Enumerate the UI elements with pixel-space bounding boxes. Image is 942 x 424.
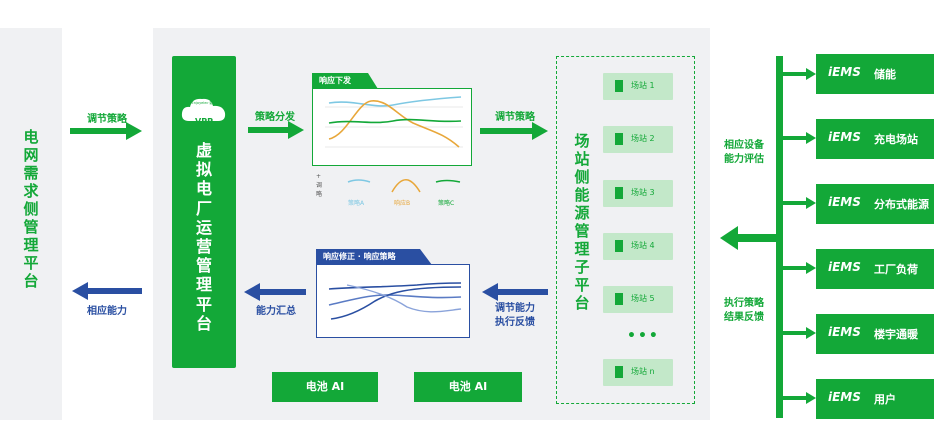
building-icon bbox=[615, 240, 623, 252]
series-line-orange bbox=[328, 100, 460, 148]
iems-logo: iEMS bbox=[828, 130, 861, 144]
legend-item-a: 策略A bbox=[348, 200, 365, 207]
iems-item-user[interactable]: iEMS 用户 bbox=[816, 379, 934, 419]
series-line-blue bbox=[328, 96, 462, 107]
building-icon bbox=[615, 187, 623, 199]
execution-feedback-label: 执行策略 结果反馈 bbox=[724, 298, 764, 323]
adjust-strategy-label-1: 调节策略 bbox=[87, 114, 127, 125]
right-arrow-green-2 bbox=[248, 121, 304, 139]
iems-item-building[interactable]: iEMS 楼宇通暖 bbox=[816, 314, 934, 354]
legend-item-b: 响应B bbox=[394, 200, 411, 207]
chart-bottom-plot bbox=[328, 282, 462, 320]
chart-tab-label-blue: 响应修正 · 响应策略 bbox=[323, 252, 396, 261]
vpp-platform-title: 虚拟电厂运营管理平台 bbox=[195, 141, 212, 333]
response-capability-label: 相应能力 bbox=[87, 306, 127, 317]
iems-item-charging[interactable]: iEMS 充电场站 bbox=[816, 119, 934, 159]
building-icon bbox=[615, 80, 623, 92]
more-dots: ••• bbox=[627, 328, 660, 344]
chart-top-plot bbox=[325, 96, 463, 148]
chart-tab-label: 响应下发 bbox=[319, 76, 351, 85]
left-arrow-blue-1 bbox=[72, 282, 142, 300]
station-platform-frame bbox=[556, 56, 695, 404]
station-item[interactable]: 场站 5 bbox=[603, 286, 673, 313]
building-icon bbox=[615, 366, 623, 378]
station-item[interactable]: 场站 3 bbox=[603, 180, 673, 207]
iems-item-factory[interactable]: iEMS 工厂负荷 bbox=[816, 249, 934, 289]
building-icon bbox=[615, 293, 623, 305]
building-icon bbox=[615, 133, 623, 145]
iems-item-distributed[interactable]: iEMS 分布式能源 bbox=[816, 184, 934, 224]
iems-logo: iEMS bbox=[828, 65, 861, 79]
adjust-strategy-label-2: 调节策略 bbox=[495, 112, 535, 123]
legend-item-c: 策略C bbox=[438, 200, 455, 207]
iems-item-storage[interactable]: iEMS 储能 bbox=[816, 54, 934, 94]
right-arrow-green-3 bbox=[480, 122, 548, 140]
cloud-icon bbox=[181, 98, 226, 121]
station-platform-title: 场站侧能源管理子平台 bbox=[574, 132, 590, 312]
chart-top-legend: + 调 略 策略A 响应B 策略C bbox=[312, 170, 470, 218]
left-arrow-green-big bbox=[720, 226, 782, 250]
left-panel bbox=[0, 28, 62, 420]
vpp-label: VPP bbox=[195, 117, 213, 126]
chart-tab-shape bbox=[312, 73, 378, 89]
legend-swatches bbox=[347, 179, 461, 193]
grid-platform-title: 电网需求侧管理平台 bbox=[23, 128, 39, 290]
chart-tab-shape-blue bbox=[316, 249, 432, 265]
station-item[interactable]: 场站 4 bbox=[603, 233, 673, 260]
left-arrow-blue-3 bbox=[482, 283, 548, 301]
capability-summary-label: 能力汇总 bbox=[256, 306, 296, 317]
right-arrow-green-1 bbox=[70, 122, 142, 140]
cloud-brand-text: Enjoyelec·能源 bbox=[191, 101, 217, 105]
iems-logo: iEMS bbox=[828, 325, 861, 339]
adjust-capability-label: 调节能力 执行反馈 bbox=[495, 303, 535, 328]
iems-logo: iEMS bbox=[828, 195, 861, 209]
battery-ai-button-1[interactable]: 电池 AI bbox=[272, 372, 378, 402]
iems-logo: iEMS bbox=[828, 260, 861, 274]
left-arrow-blue-2 bbox=[244, 283, 306, 301]
response-dispatch-chart: 响应下发 bbox=[312, 73, 472, 166]
iems-logo: iEMS bbox=[828, 390, 861, 404]
device-assessment-label: 相应设备 能力评估 bbox=[724, 140, 764, 165]
station-item[interactable]: 场站 1 bbox=[603, 73, 673, 100]
series-line-green bbox=[328, 118, 462, 124]
station-item[interactable]: 场站 n bbox=[603, 359, 673, 386]
strategy-dispatch-label: 策略分发 bbox=[255, 112, 295, 123]
response-correction-chart: 响应修正 · 响应策略 bbox=[316, 249, 470, 338]
battery-ai-button-2[interactable]: 电池 AI bbox=[414, 372, 522, 402]
bus-connector bbox=[776, 56, 816, 418]
station-item[interactable]: 场站 2 bbox=[603, 126, 673, 153]
